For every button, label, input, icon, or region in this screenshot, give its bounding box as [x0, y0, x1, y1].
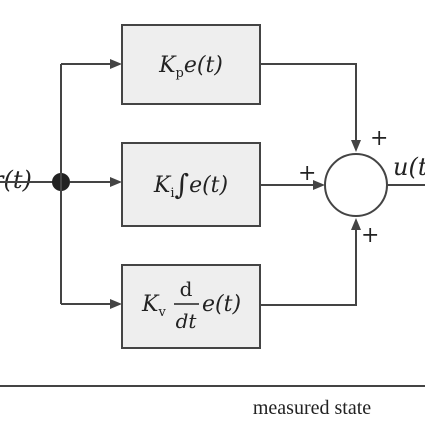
summing-junction	[324, 153, 388, 217]
sum-sign-left: +	[298, 161, 316, 186]
caption-text: measured state	[253, 397, 371, 419]
arrow-i-to-sum	[313, 180, 325, 190]
d-gain-symbol: K	[141, 292, 160, 317]
i-signal: e(t)	[189, 173, 228, 198]
d-operator-denominator: dt	[176, 309, 198, 333]
i-gain-symbol: K	[153, 173, 172, 198]
arrow-p-to-sum	[351, 140, 361, 152]
output-signal-label: u(t)	[393, 153, 425, 181]
integral-block	[121, 142, 261, 227]
i-gain-subscript: i	[170, 186, 174, 201]
d-output-wire	[260, 230, 357, 306]
arrow-to-d-block	[110, 299, 122, 309]
p-gain-symbol: K	[158, 53, 177, 78]
p-signal: e(t)	[184, 53, 223, 78]
integral-sign: ∫	[174, 168, 189, 201]
integral-block-label: Ki∫e(t)	[153, 168, 228, 201]
input-signal-label: r(t)	[0, 166, 32, 194]
arrow-to-p-block	[110, 59, 122, 69]
derivative-block	[121, 264, 261, 349]
d-gain-subscript: v	[157, 305, 166, 320]
d-signal: e(t)	[202, 292, 241, 317]
sum-sign-bottom: +	[361, 223, 379, 248]
p-gain-subscript: p	[176, 66, 184, 81]
sum-sign-top: +	[370, 126, 388, 151]
arrow-d-to-sum	[351, 218, 361, 230]
proportional-block-label: Kpe(t)	[158, 53, 223, 81]
d-gain-label: Kv	[141, 292, 166, 320]
arrow-to-i-block	[110, 177, 122, 187]
p-output-wire	[260, 63, 357, 140]
d-operator-numerator: d	[180, 277, 193, 301]
